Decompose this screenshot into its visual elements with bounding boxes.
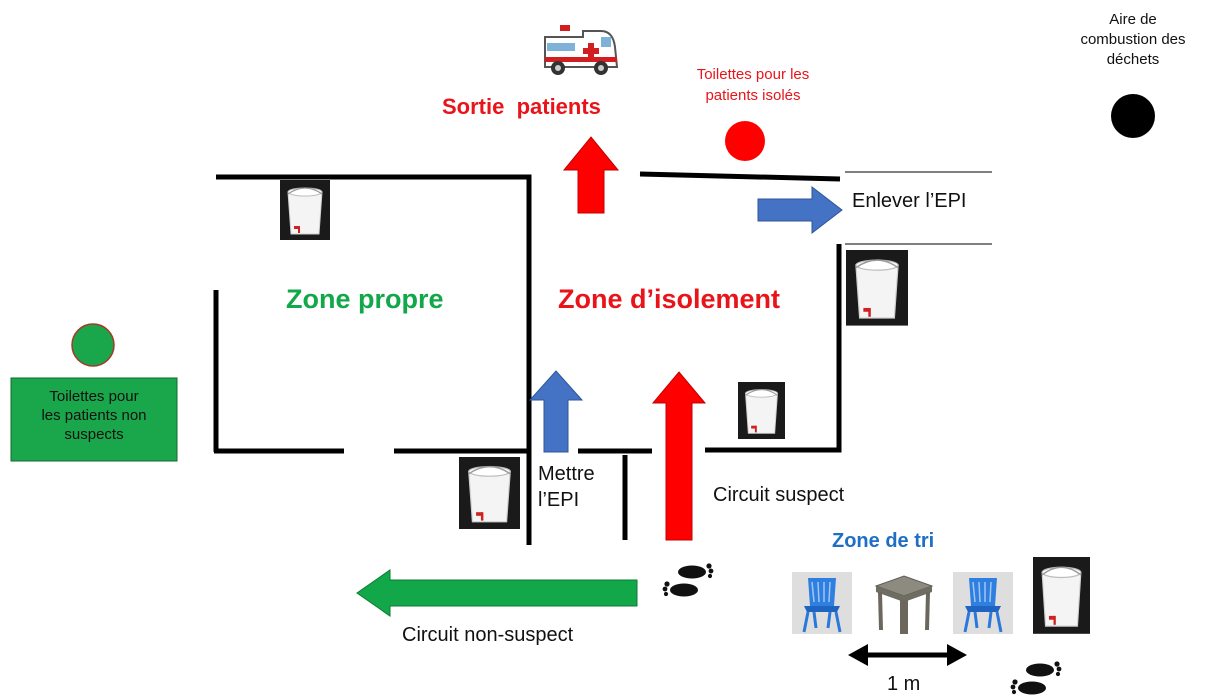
table-icon [872, 572, 936, 634]
isolated-toilets-label: Toilettes pour les patients isolés [696, 66, 810, 104]
one-meter-arrow [848, 644, 967, 666]
footprints-icon [1010, 661, 1062, 695]
water-bucket-icon [737, 381, 786, 440]
put-on-ppe-arrow [528, 370, 584, 453]
suspect-circuit-arrow [651, 371, 707, 541]
exit-label: Sortie patients [442, 94, 601, 119]
water-bucket-icon [845, 249, 909, 327]
triage-zone-label: Zone de tri [832, 530, 935, 552]
footprints-icon [662, 563, 714, 597]
isolated-toilets-marker [725, 121, 765, 161]
isolation-top-wall [639, 171, 841, 182]
isolation-right-wall [705, 244, 842, 453]
non-suspect-toilets-label: Toilettes pour les patients non suspects [41, 388, 147, 443]
remove-ppe-label: Enlever l’EPI [852, 190, 967, 212]
isolation-zone-label: Zone d’isolement [558, 284, 781, 314]
chair-icon [951, 570, 1015, 636]
waste-burning-label: Aire de combustion des déchets [1080, 11, 1186, 68]
put-on-ppe-label: Mettre l’EPI [538, 463, 595, 511]
non-suspect-toilets-box [10, 377, 178, 462]
clean-zone-top-wall [216, 174, 532, 450]
clean-zone-label: Zone propre [286, 284, 444, 314]
distance-label: 1 m [887, 673, 921, 695]
exit-arrow [562, 136, 620, 214]
non-suspect-circuit-label: Circuit non-suspect [402, 624, 574, 646]
ambulance-icon [544, 25, 619, 75]
suspect-circuit-label: Circuit suspect [713, 484, 845, 506]
non-suspect-circuit-arrow [356, 569, 638, 617]
walls [213, 171, 842, 545]
chair-icon [790, 570, 854, 636]
water-bucket-icon [279, 179, 331, 241]
non-suspect-toilets-marker [71, 323, 115, 367]
water-bucket-icon [458, 456, 521, 530]
remove-ppe-arrow [757, 185, 843, 235]
waste-burning-marker [1111, 94, 1155, 138]
water-bucket-icon [1032, 556, 1091, 635]
